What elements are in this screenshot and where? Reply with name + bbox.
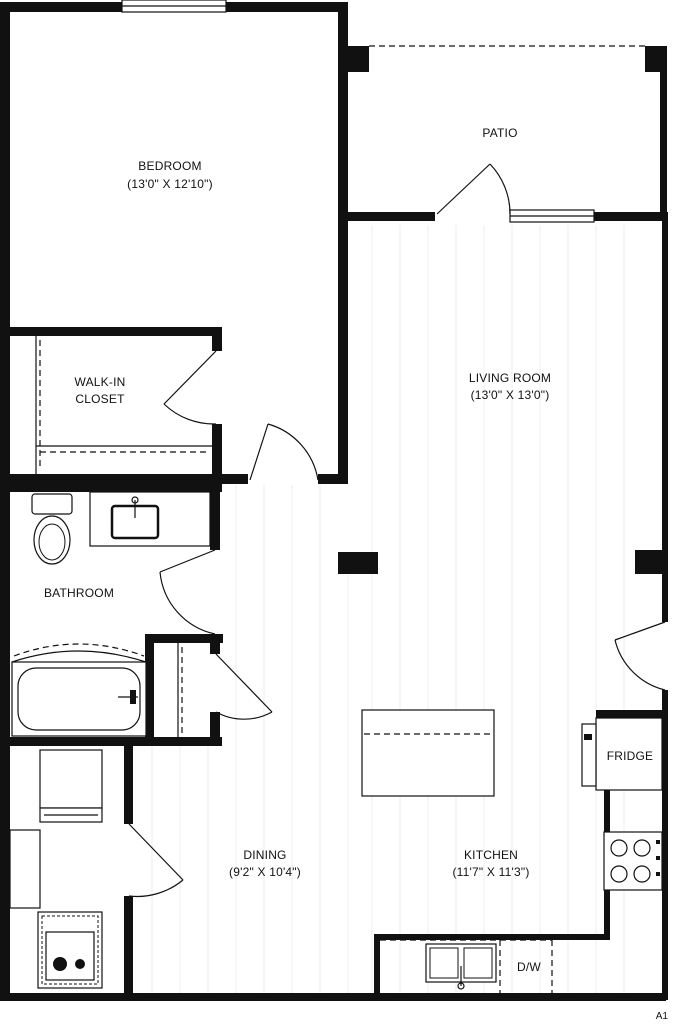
dining-size: (9'2" X 10'4") bbox=[229, 865, 301, 879]
closet-label-2: CLOSET bbox=[75, 392, 125, 406]
water-heater-icon bbox=[37, 911, 103, 989]
laundry-shelf bbox=[9, 829, 41, 909]
kitchen-counter bbox=[380, 939, 553, 993]
living-room-name: LIVING ROOM bbox=[469, 371, 551, 385]
range-icon bbox=[603, 831, 663, 891]
floor-planks bbox=[151, 225, 625, 995]
living-room-size: (13'0" X 13'0") bbox=[471, 388, 550, 402]
laundry bbox=[9, 749, 103, 989]
dining-name: DINING bbox=[243, 848, 286, 862]
room-labels: BEDROOM (13'0" X 12'10") PATIO WALK-IN C… bbox=[44, 126, 668, 1022]
closet-label-1: WALK-IN bbox=[75, 375, 126, 389]
bathroom-door[interactable] bbox=[159, 549, 216, 573]
fridge-icon bbox=[581, 717, 663, 791]
bedroom-name: BEDROOM bbox=[138, 159, 201, 173]
washer-icon bbox=[39, 749, 103, 823]
patio-name: PATIO bbox=[482, 126, 517, 140]
bedroom-size: (13'0" X 12'10") bbox=[127, 177, 213, 191]
patio-door[interactable] bbox=[436, 163, 491, 215]
entry-door[interactable] bbox=[614, 621, 666, 641]
toilet-icon bbox=[31, 493, 73, 565]
doors bbox=[128, 163, 666, 898]
bathroom-name: BATHROOM bbox=[44, 586, 114, 600]
bathtub-icon bbox=[11, 643, 147, 737]
plan-code: A1 bbox=[656, 1011, 669, 1022]
closet-shelving bbox=[35, 336, 212, 474]
kitchen-name: KITCHEN bbox=[464, 848, 518, 862]
bedroom-door[interactable] bbox=[249, 423, 269, 481]
kitchen-island bbox=[361, 709, 495, 797]
dishwasher-label: D/W bbox=[517, 960, 541, 974]
linen-shelving bbox=[177, 643, 183, 737]
windows bbox=[121, 0, 595, 223]
bath-vanity bbox=[89, 491, 211, 547]
kitchen-sink-icon bbox=[425, 943, 497, 990]
fridge-label: FRIDGE bbox=[607, 749, 654, 763]
laundry-door[interactable] bbox=[128, 823, 184, 881]
linen-door[interactable] bbox=[215, 653, 273, 713]
closet-door[interactable] bbox=[163, 350, 217, 405]
kitchen-size: (11'7" X 11'3") bbox=[452, 865, 529, 879]
